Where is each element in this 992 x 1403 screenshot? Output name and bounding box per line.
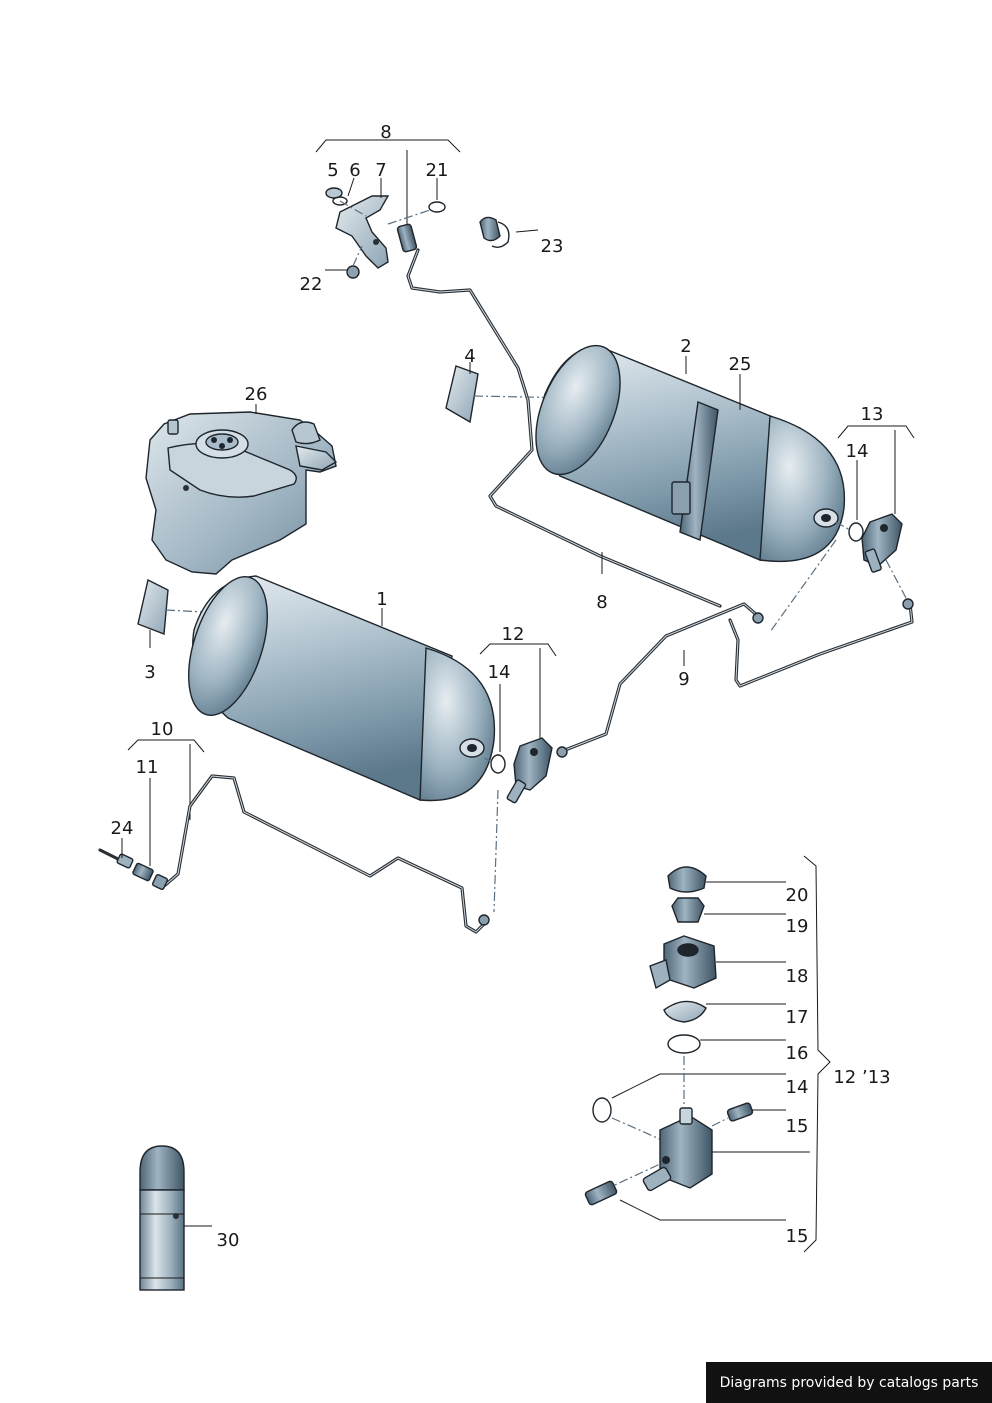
callout-22: 22 (300, 274, 323, 295)
clip-23 (479, 216, 539, 249)
callout-15-lower: 15 (786, 1226, 809, 1247)
valve-13 (769, 425, 915, 633)
callout-4: 4 (464, 346, 475, 367)
callout-16: 16 (786, 1043, 809, 1064)
gas-cylinder-1 (188, 575, 496, 802)
callout-5: 5 (327, 160, 338, 181)
callout-14-exploded: 14 (786, 1077, 809, 1098)
callout-11: 11 (136, 757, 159, 778)
callout-26: 26 (245, 384, 268, 405)
gas-cylinder-2 (535, 344, 846, 563)
callout-6: 6 (349, 160, 360, 181)
bracket (335, 195, 390, 269)
o-ring (428, 201, 446, 213)
o-ring (848, 522, 864, 542)
callout-9: 9 (678, 669, 689, 690)
callout-1: 1 (376, 589, 387, 610)
washer (332, 196, 348, 206)
valve-12 (479, 643, 557, 913)
exploded-valve (584, 855, 831, 1253)
bolt (346, 265, 360, 279)
callout-14-right: 14 (846, 441, 869, 462)
callout-8-top: 8 (380, 122, 391, 143)
pipe-8 (406, 248, 722, 608)
callout-10: 10 (151, 719, 174, 740)
callout-21: 21 (426, 160, 449, 181)
fitting-group-8 (315, 139, 461, 279)
bottle-30 (139, 1145, 212, 1291)
callout-30: 30 (217, 1230, 240, 1251)
callout-17: 17 (786, 1007, 809, 1028)
callout-19: 19 (786, 916, 809, 937)
tank-26 (145, 404, 338, 575)
pipe-9 (556, 598, 914, 758)
callout-8-mid: 8 (596, 592, 607, 613)
credit-banner: Diagrams provided by catalogs parts (706, 1362, 992, 1403)
credit-text: Diagrams provided by catalogs parts (719, 1374, 979, 1391)
callout-25: 25 (729, 354, 752, 375)
pipe-connector (396, 223, 418, 253)
callout-3: 3 (144, 662, 155, 683)
pad-4 (445, 362, 479, 424)
callout-labels: 8 5 6 7 21 23 22 4 2 25 26 13 14 8 1 12 … (111, 122, 891, 1251)
callout-7: 7 (375, 160, 386, 181)
callout-18: 18 (786, 966, 809, 987)
callout-12: 12 (502, 624, 525, 645)
callout-24: 24 (111, 818, 134, 839)
o-ring (490, 754, 506, 774)
callout-2: 2 (680, 336, 691, 357)
callout-12-13: 12 ’13 (833, 1067, 890, 1088)
callout-15-upper: 15 (786, 1116, 809, 1137)
callout-20: 20 (786, 885, 809, 906)
nut (325, 187, 343, 199)
pad-3 (137, 578, 169, 648)
callout-23: 23 (541, 236, 564, 257)
pipe-10 (98, 739, 490, 934)
callout-14-left: 14 (488, 662, 511, 683)
callout-13: 13 (861, 404, 884, 425)
